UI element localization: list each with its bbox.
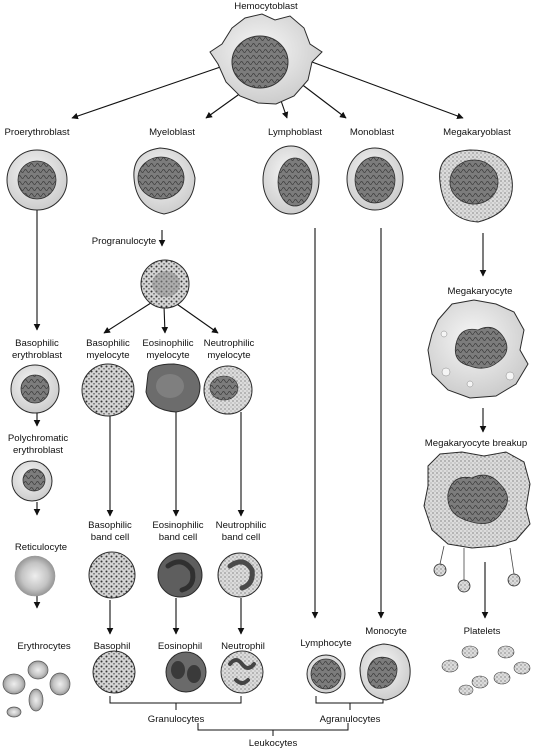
eosinophilic-myelocyte-cell [145, 363, 201, 413]
eosinophilic-band-cell [157, 552, 203, 598]
progranulocyte-cell [140, 259, 190, 309]
labels: Hemocytoblast Proerythroblast Myeloblast… [4, 1, 527, 749]
basophilic-band-cell [88, 551, 136, 599]
label-megakaryoblast: Megakaryoblast [443, 127, 511, 138]
label-granulocytes: Granulocytes [148, 714, 205, 725]
polychromatic-erythroblast-cell [11, 460, 53, 502]
label-monocyte: Monocyte [365, 626, 407, 637]
label-hemocytoblast: Hemocytoblast [234, 1, 298, 12]
megakaryoblast-cell [439, 149, 513, 223]
arrows [33, 61, 489, 635]
erythrocytes-cells [2, 660, 71, 718]
reticulocyte-cell [14, 555, 56, 597]
label-progranulocyte: Progranulocyte [92, 236, 157, 247]
label-lymphoblast: Lymphoblast [268, 127, 322, 138]
proerythroblast-cell [6, 149, 68, 211]
label-neutrophilic-myelocyte-1: Neutrophilic [204, 338, 255, 349]
label-basophilic-band-2: band cell [91, 532, 129, 543]
label-monoblast: Monoblast [350, 127, 395, 138]
label-polychromatic-erythroblast-1: Polychromatic [8, 433, 68, 444]
neutrophilic-myelocyte-cell [203, 365, 253, 415]
label-eosinophil: Eosinophil [158, 641, 202, 652]
myeloblast-cell [133, 147, 196, 215]
monocyte-cell [359, 643, 411, 701]
basophilic-myelocyte-cell [81, 363, 135, 417]
hemocytoblast-cell [209, 13, 323, 105]
neutrophil-cell [220, 650, 264, 694]
label-proerythroblast: Proerythroblast [4, 127, 69, 138]
label-eosinophilic-myelocyte-1: Eosinophilic [142, 338, 193, 349]
label-eosinophilic-band-2: band cell [159, 532, 197, 543]
label-neutrophilic-band-1: Neutrophilic [216, 520, 267, 531]
lymphoblast-cell [262, 145, 320, 215]
label-basophilic-erythroblast-2: erythroblast [12, 350, 62, 361]
label-basophil: Basophil [94, 641, 131, 652]
label-agranulocytes: Agranulocytes [320, 714, 381, 725]
label-myeloblast: Myeloblast [149, 127, 195, 138]
label-polychromatic-erythroblast-2: erythroblast [13, 445, 63, 456]
label-basophilic-band-1: Basophilic [88, 520, 132, 531]
label-eosinophilic-myelocyte-2: myelocyte [146, 350, 189, 361]
basophil-cell [92, 650, 136, 694]
basophilic-erythroblast-cell [10, 364, 60, 414]
label-eosinophilic-band-1: Eosinophilic [152, 520, 203, 531]
monoblast-cell [346, 147, 404, 211]
label-leukocytes: Leukocytes [249, 738, 298, 749]
eosinophil-cell [165, 651, 207, 693]
label-megakaryocyte-breakup: Megakaryocyte breakup [425, 438, 527, 449]
megakaryocyte-breakup-cell [423, 451, 531, 593]
label-basophilic-myelocyte-1: Basophilic [86, 338, 130, 349]
platelets-cells [441, 645, 531, 696]
bracket-agranulocytes [315, 696, 384, 710]
label-erythrocytes: Erythrocytes [17, 641, 71, 652]
label-basophilic-erythroblast-1: Basophilic [15, 338, 59, 349]
lymphocyte-cell [306, 654, 346, 694]
label-neutrophilic-myelocyte-2: myelocyte [207, 350, 250, 361]
bracket-granulocytes [109, 696, 242, 710]
label-lymphocyte: Lymphocyte [300, 638, 351, 649]
bracket-leukocytes [197, 723, 349, 736]
megakaryocyte-cell [427, 299, 529, 399]
neutrophilic-band-cell [217, 552, 263, 598]
label-basophilic-myelocyte-2: myelocyte [86, 350, 129, 361]
label-platelets: Platelets [464, 626, 501, 637]
label-megakaryocyte: Megakaryocyte [447, 286, 512, 297]
label-neutrophil: Neutrophil [221, 641, 265, 652]
label-reticulocyte: Reticulocyte [15, 542, 67, 553]
label-neutrophilic-band-2: band cell [222, 532, 260, 543]
